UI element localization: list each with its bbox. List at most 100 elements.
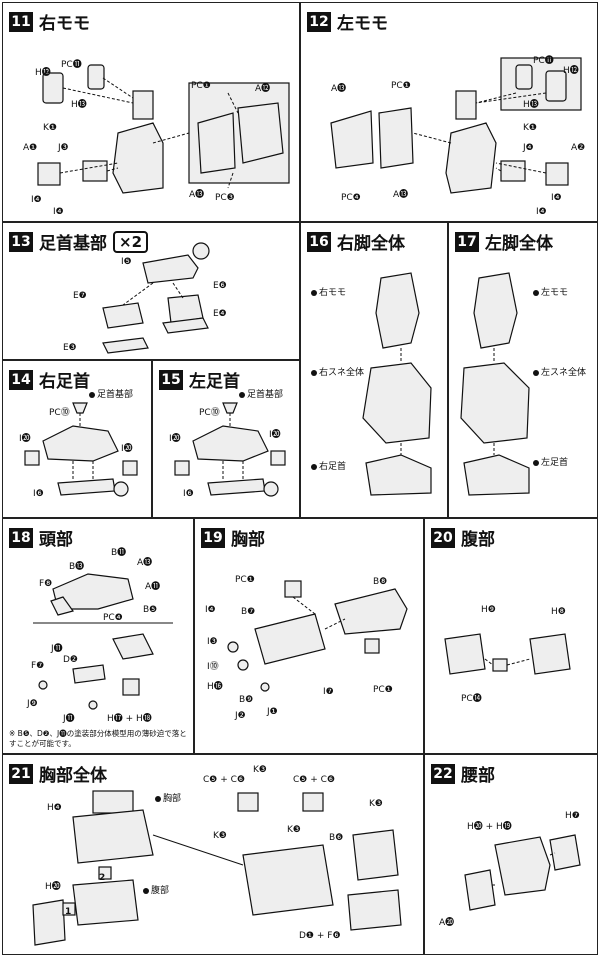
- part-label: B❺: [143, 605, 158, 615]
- part-label: 足首基部: [89, 387, 133, 400]
- part-label: E❹: [213, 309, 227, 319]
- part-label: E❸: [63, 343, 77, 353]
- part-label: I⓴: [269, 430, 281, 440]
- part-label: H❾: [481, 605, 496, 615]
- part-label: D❶ + F❻: [299, 931, 341, 941]
- step-number: 19: [201, 527, 225, 548]
- quantity-badge: ×2: [113, 230, 149, 253]
- part-label: K❸: [213, 831, 227, 841]
- part-label: 1: [65, 907, 72, 917]
- part-label: I⓴: [19, 434, 31, 444]
- part-label: 右スネ全体: [311, 365, 364, 378]
- part-label: A⓴: [439, 918, 455, 928]
- part-label: F❽: [39, 579, 53, 589]
- step-title: 左足首: [189, 372, 240, 392]
- step-title: 右モモ: [39, 14, 90, 34]
- part-label: C❺ + C❻: [293, 775, 335, 785]
- part-label: A⓭: [137, 558, 153, 568]
- part-label: I❹: [53, 207, 64, 217]
- part-label: K❸: [253, 765, 267, 775]
- part-label: K❸: [369, 799, 383, 809]
- step-marker: [62, 902, 76, 916]
- part-label: A⓭: [331, 84, 347, 94]
- step-11-diagram: [37, 64, 290, 194]
- part-label: K❶: [523, 123, 537, 133]
- step-21-diagram: [32, 790, 402, 946]
- part-label: H❽: [551, 607, 566, 617]
- part-label: B❻: [329, 833, 344, 843]
- step-title: 腹部: [461, 530, 495, 550]
- step-number: 15: [159, 369, 183, 390]
- step-22-diagram: [464, 834, 581, 911]
- part-label: 右モモ: [311, 285, 346, 298]
- part-label: J⓫: [51, 644, 63, 654]
- part-label: I❹: [205, 605, 216, 615]
- part-label: J❹: [523, 143, 534, 153]
- part-label: B⓭: [69, 562, 85, 572]
- step-16-panel: 16 右脚全体 右モモ 右スネ全体 右足首: [300, 222, 448, 518]
- step-title: 胸部: [231, 530, 265, 550]
- step-18-diagram: [33, 573, 173, 710]
- part-label: I⓴: [169, 434, 181, 444]
- part-label: PC⓫: [61, 60, 82, 70]
- step-number: 12: [307, 11, 331, 32]
- step-number: 18: [9, 527, 33, 548]
- step-number: 17: [455, 231, 479, 252]
- part-label: PC❹: [341, 193, 361, 203]
- step-number: 20: [431, 527, 455, 548]
- step-number: 13: [9, 231, 33, 252]
- part-label: I❻: [33, 489, 44, 499]
- step-title: 頭部: [39, 530, 73, 550]
- part-label: I⓴: [121, 444, 133, 454]
- part-label: B❼: [241, 607, 256, 617]
- part-label: 足首基部: [239, 387, 283, 400]
- part-label: J❷: [235, 711, 246, 721]
- part-label: 左スネ全体: [533, 365, 586, 378]
- part-label: PC❸: [215, 193, 235, 203]
- step-17-diagram: [460, 272, 530, 496]
- part-label: H⓭: [523, 100, 539, 110]
- part-label: PC⓾: [199, 408, 220, 418]
- part-label: K❶: [43, 123, 57, 133]
- part-label: 2: [99, 873, 106, 883]
- part-label: PC❶: [373, 685, 393, 695]
- part-label: PC❹: [103, 613, 123, 623]
- part-label: PC❶: [391, 81, 411, 91]
- step-16-diagram: [362, 272, 432, 496]
- part-label: I❺: [121, 257, 132, 267]
- step-number: 11: [9, 11, 33, 32]
- part-label: J❾: [27, 699, 38, 709]
- part-label: I❹: [536, 207, 547, 217]
- part-label: 左モモ: [533, 285, 568, 298]
- part-label: B❽: [373, 577, 388, 587]
- step-13-diagram: [102, 242, 210, 354]
- step-title: 足首基部: [39, 234, 107, 254]
- step-number: 16: [307, 231, 331, 252]
- step-14-diagram: [24, 402, 138, 497]
- part-label: F❼: [31, 661, 45, 671]
- part-label: E❼: [73, 291, 87, 301]
- step-number: 14: [9, 369, 33, 390]
- part-label: PC❶: [191, 81, 211, 91]
- step-title: 左脚全体: [485, 234, 553, 254]
- part-label: A⓬: [255, 84, 271, 94]
- step-number: 22: [431, 763, 455, 784]
- step-19-diagram: [227, 580, 408, 692]
- part-label: H⓱ + H⓲: [107, 714, 152, 724]
- part-label: A⓫: [145, 582, 161, 592]
- part-label: H❹: [47, 803, 62, 813]
- part-label: B❾: [239, 695, 254, 705]
- step-title: 左モモ: [337, 14, 388, 34]
- part-label: 右足首: [311, 459, 346, 472]
- part-label: K❸: [287, 825, 301, 835]
- step-20-diagram: [444, 633, 571, 675]
- step-title: 右脚全体: [337, 234, 405, 254]
- part-label: 腹部: [143, 883, 169, 896]
